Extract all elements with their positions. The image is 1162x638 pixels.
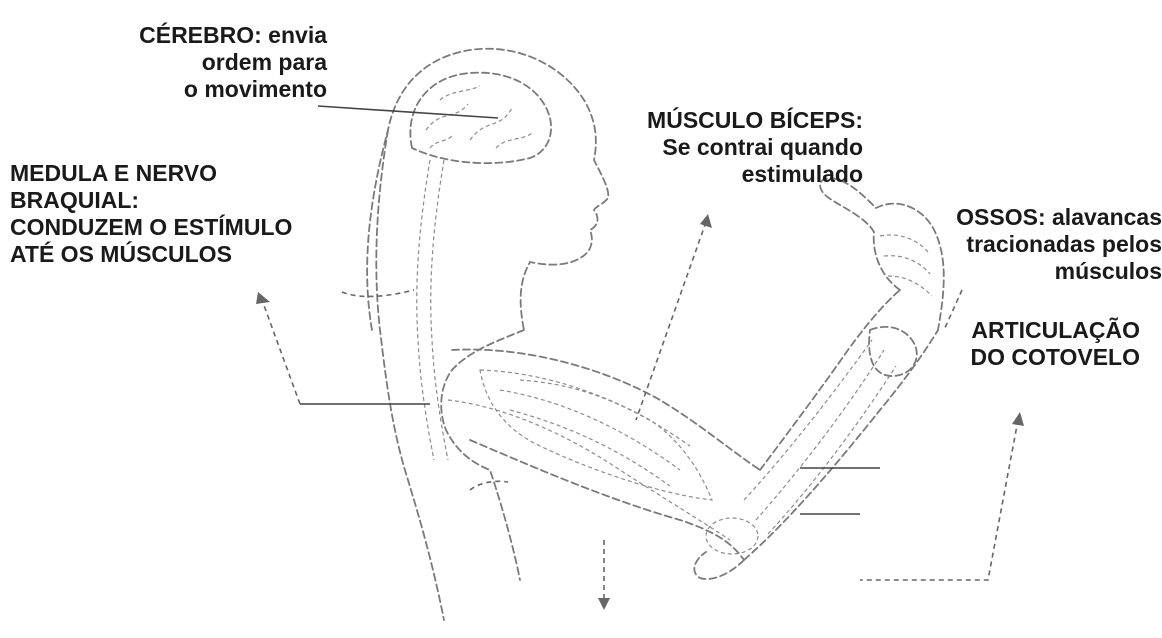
brain-outline — [410, 73, 551, 163]
biceps-muscle — [480, 370, 712, 500]
label-ossos: OSSOS: alavancas tracionadas pelos múscu… — [956, 204, 1162, 285]
label-biceps-line-3: estimulado — [647, 161, 863, 188]
forearm-top — [760, 290, 900, 470]
label-medula: MEDULA E NERVO BRAQUIAL: CONDUZEM O ESTÍ… — [10, 160, 292, 268]
label-medula-line-2: BRAQUIAL: — [10, 187, 292, 214]
label-medula-line-3: CONDUZEM O ESTÍMULO — [10, 214, 292, 241]
brachial-nerve — [448, 400, 730, 540]
head-outline — [367, 49, 608, 330]
elbow-joint — [706, 518, 758, 554]
leader-chest — [470, 481, 508, 490]
leader-medula-arrowhead — [256, 292, 270, 304]
leader-cotovelo-2 — [944, 290, 962, 330]
label-ossos-line-3: músculos — [956, 258, 1162, 285]
spinal-cord-2 — [431, 160, 448, 460]
back-outline — [376, 130, 444, 620]
label-cerebro-line-3: o movimento — [139, 76, 327, 103]
label-cerebro: CÉREBRO: envia ordem para o movimento — [139, 22, 327, 103]
leader-medula-curve — [342, 290, 414, 296]
label-biceps-line-2: Se contrai quando — [647, 134, 863, 161]
label-ossos-line-2: tracionadas pelos — [956, 231, 1162, 258]
leader-biceps — [636, 222, 706, 420]
label-cotovelo: ARTICULAÇÃO DO COTOVELO — [970, 317, 1140, 371]
leader-cerebro — [318, 106, 498, 118]
label-cerebro-line-2: ordem para — [139, 49, 327, 76]
wrist-joint — [869, 327, 917, 376]
upper-arm-top — [452, 349, 760, 470]
leader-cotovelo-arrowhead — [1012, 412, 1024, 426]
leader-biceps-arrowhead — [700, 214, 712, 228]
spinal-cord — [417, 160, 434, 460]
shoulder-outline — [441, 330, 524, 580]
leader-cotovelo — [860, 420, 1018, 580]
label-ossos-line-1: OSSOS: alavancas — [956, 204, 1162, 231]
label-cotovelo-line-2: DO COTOVELO — [970, 344, 1140, 371]
label-medula-line-4: ATÉ OS MÚSCULOS — [10, 241, 292, 268]
label-cerebro-line-1: CÉREBRO: envia — [139, 22, 327, 49]
label-biceps-line-1: MÚSCULO BÍCEPS: — [647, 107, 863, 134]
forearm-bones — [744, 340, 896, 534]
leader-torso-arrowhead — [598, 598, 610, 610]
label-medula-line-1: MEDULA E NERVO — [10, 160, 292, 187]
label-cotovelo-line-1: ARTICULAÇÃO — [970, 317, 1140, 344]
label-biceps: MÚSCULO BÍCEPS: Se contrai quando estimu… — [647, 107, 863, 188]
leader-medula-arrow — [262, 300, 300, 404]
elbow-outline — [694, 552, 744, 579]
finger-lines — [880, 235, 932, 296]
biceps-fibers — [500, 380, 690, 486]
